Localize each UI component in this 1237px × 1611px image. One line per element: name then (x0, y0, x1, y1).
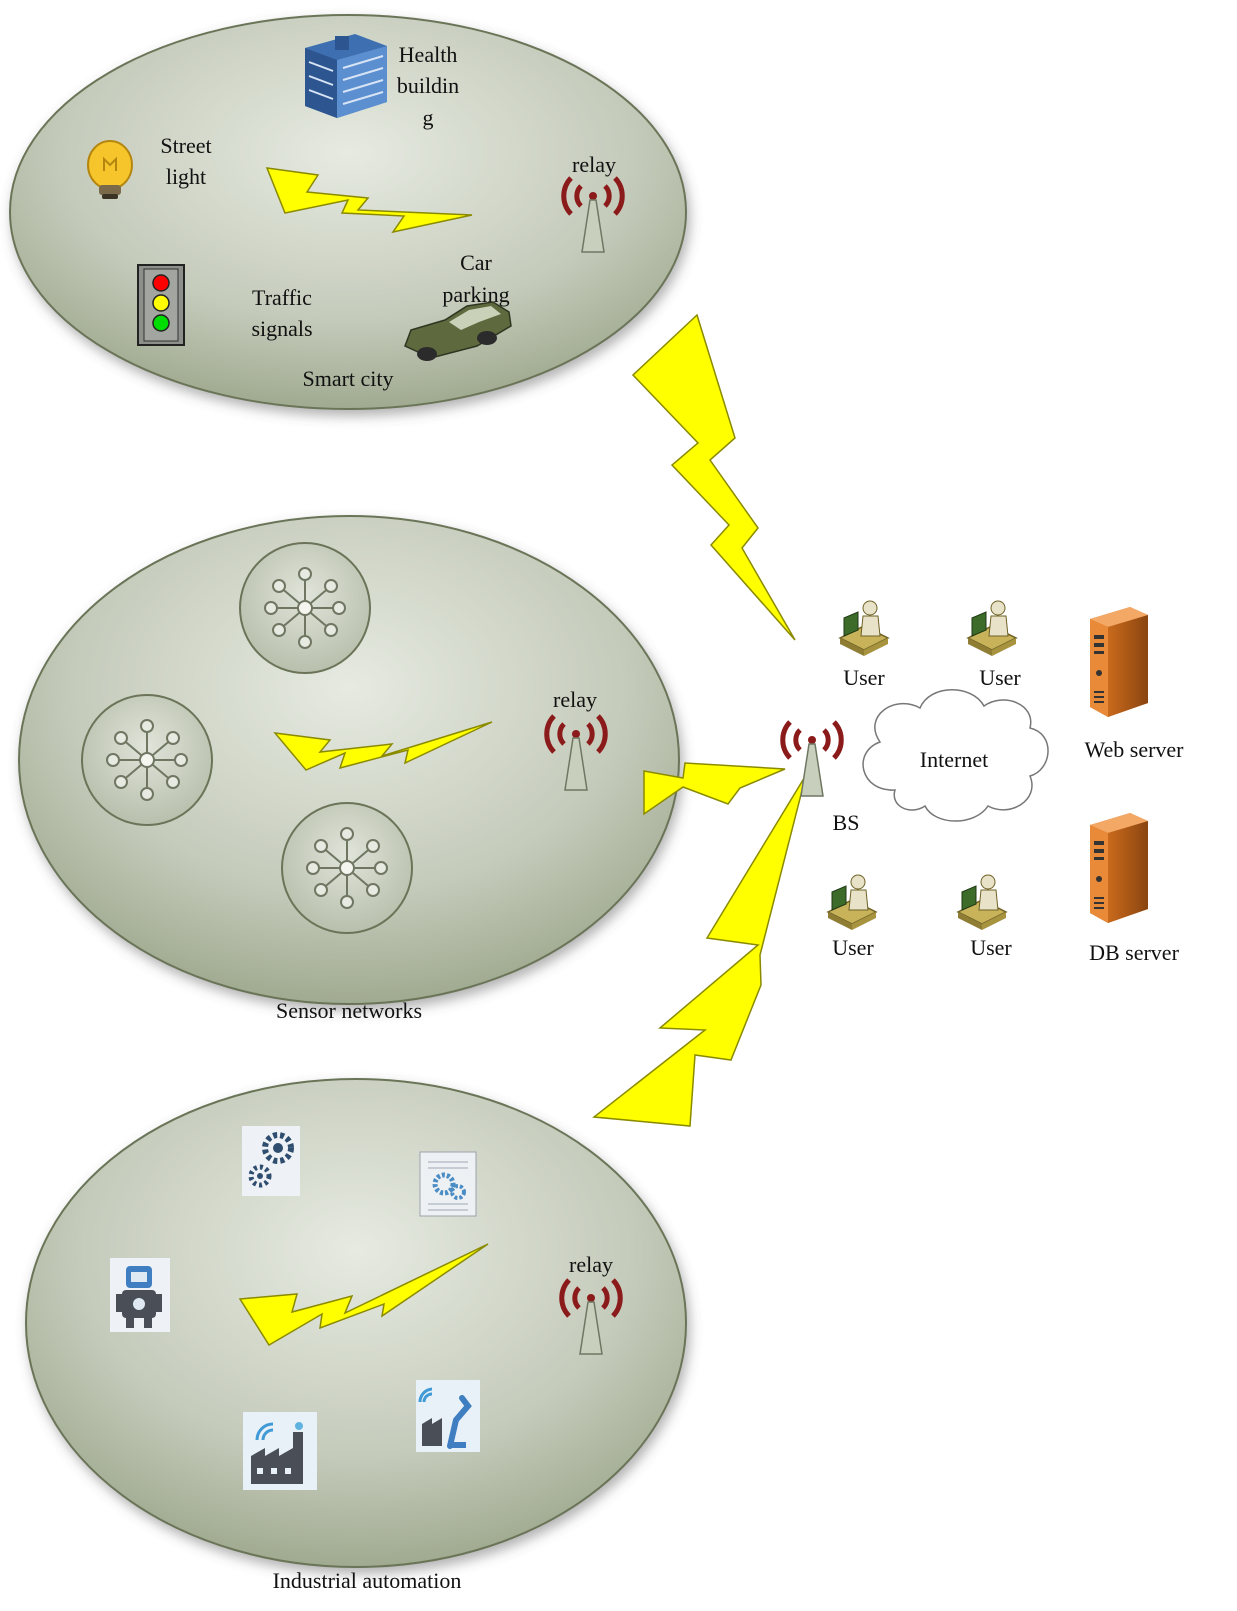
user-workstation-icon (957, 874, 1007, 931)
star-network-icon (106, 719, 188, 801)
user-workstation-icon (827, 874, 877, 931)
user-label-3: User (832, 935, 874, 960)
industrial-automation-caption: Industrial automation (273, 1568, 462, 1593)
car-icon (404, 301, 512, 361)
link-bolt-industrial (592, 774, 807, 1127)
car-parking-label-line2: parking (442, 282, 509, 307)
industrial-relay-label: relay (569, 1252, 613, 1277)
user-label-4: User (970, 935, 1012, 960)
star-network-icon (264, 567, 346, 649)
internet-label: Internet (920, 747, 988, 772)
internal-bolt-sensor (273, 721, 493, 771)
traffic-signal-icon (137, 264, 185, 346)
health-building-label-line2: buildin (397, 73, 459, 98)
link-bolt-smart-city (631, 313, 796, 641)
sensor-relay-label: relay (553, 687, 597, 712)
robot-arm-factory-icon (416, 1380, 480, 1452)
db-server-label: DB server (1089, 940, 1179, 965)
sensor-networks-caption: Sensor networks (276, 998, 422, 1023)
link-bolt-sensor (643, 762, 786, 816)
web-server-icon (1090, 607, 1148, 717)
traffic-signals-label-line1: Traffic (252, 285, 312, 310)
industrial-automation-cluster (25, 1078, 687, 1568)
car-parking-label-line1: Car (460, 250, 492, 275)
smart-city-caption: Smart city (302, 366, 393, 391)
light-bulb-icon (87, 140, 133, 199)
health-building-icon (305, 34, 387, 118)
health-building-label-line3: g (423, 105, 434, 130)
base-station-label: BS (833, 810, 860, 835)
robot-icon (110, 1258, 170, 1332)
smart-factory-icon (243, 1412, 317, 1490)
web-server-label: Web server (1084, 737, 1184, 762)
street-light-label-line2: light (166, 164, 206, 189)
internal-bolt-industrial (238, 1243, 489, 1347)
traffic-signals-label-line2: signals (251, 316, 312, 341)
user-label-1: User (843, 665, 885, 690)
user-label-2: User (979, 665, 1021, 690)
user-workstation-icon (839, 600, 889, 657)
gear-settings-icon (242, 1126, 300, 1196)
internal-bolt-smart-city (265, 167, 473, 234)
user-workstation-icon (967, 600, 1017, 657)
street-light-label-line1: Street (160, 133, 211, 158)
db-server-icon (1090, 813, 1148, 923)
health-building-label-line1: Health (399, 42, 458, 67)
smart-city-relay-label: relay (572, 152, 616, 177)
star-network-icon (306, 827, 388, 909)
document-gears-icon (419, 1151, 477, 1217)
internet-cloud (862, 689, 1049, 822)
base-station-antenna-icon (783, 722, 841, 796)
